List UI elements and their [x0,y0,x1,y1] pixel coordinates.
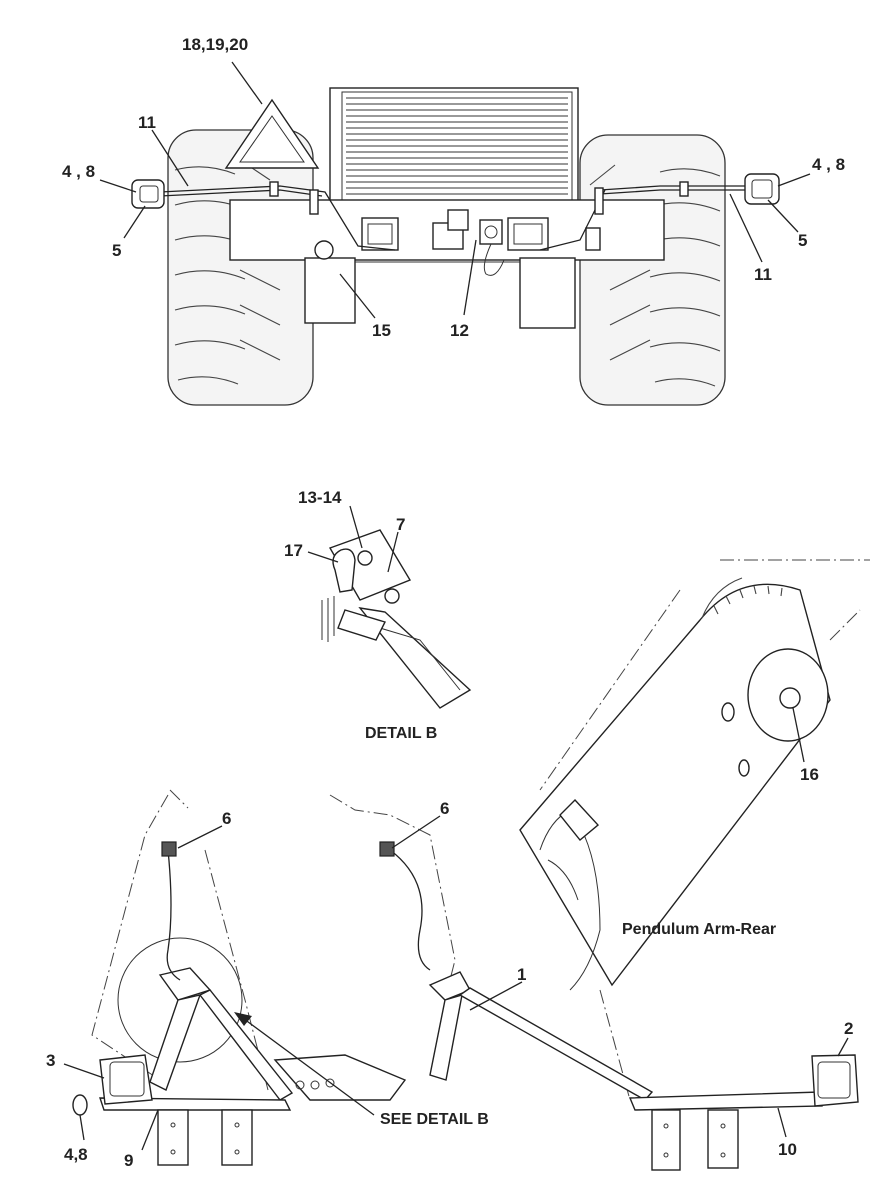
left-bracket-9 [99,967,294,1166]
reflector-right [585,227,601,251]
right-tire [579,134,726,406]
callout-11-right: 11 [754,265,772,284]
callout-5-left: 5 [112,241,121,260]
callout-4-8-left: 4 , 8 [62,162,95,181]
detail-b-drawing [321,529,472,709]
callout-4-8-right: 4 , 8 [812,155,845,174]
tractor-rear-view [131,87,780,406]
detail-b-leaders [307,505,399,573]
lamp-bracket-assembly [72,789,859,1171]
callout-7: 7 [396,515,405,534]
mounting-plate [273,1054,407,1101]
reflector-15-left [314,240,334,260]
pendulum-arm-rear [519,559,870,991]
rear-work-lights [361,217,549,251]
callout-16: 16 [800,765,819,784]
callout-5-right: 5 [798,231,807,250]
see-detail-b-caption: SEE DETAIL B [380,1111,489,1128]
smv-sign [224,98,320,169]
pendulum-arm-caption: Pendulum Arm-Rear [622,921,776,938]
top-leader-lines [99,61,811,319]
callout-10: 10 [778,1140,797,1159]
bottom-leader-lines [63,815,849,1151]
callout-6-right: 6 [440,799,449,818]
callout-13-14: 13-14 [298,488,342,507]
detail-b-circle [117,937,243,1063]
lens-4-8 [72,1094,88,1116]
wiring-harness [161,841,431,981]
callout-11-left: 11 [138,113,156,132]
callout-12: 12 [450,321,469,340]
callout-18-19-20: 18,19,20 [182,35,248,54]
callout-15: 15 [372,321,391,340]
callout-1: 1 [517,965,526,984]
right-bracket-10 [428,971,823,1171]
rear-grille-housing [329,87,579,214]
lamp-left-4-8 [131,179,165,209]
callout-3: 3 [46,1051,55,1070]
see-detail-arrow [239,1015,375,1116]
callout-17: 17 [284,541,303,560]
light-bar-11 [159,181,750,251]
leader-16 [792,707,805,763]
trailer-socket-12 [432,209,505,276]
callout-9: 9 [124,1151,133,1170]
arrow-head [234,1012,252,1026]
callout-2: 2 [844,1019,853,1038]
lamp-2 [811,1054,859,1107]
callout-4-8-bottom: 4,8 [64,1145,88,1164]
detail-b-caption: DETAIL B [365,725,437,742]
lamp-3 [99,1054,153,1105]
left-tire [167,129,314,406]
lamp-right-4-8 [744,173,780,205]
callout-6-left: 6 [222,809,231,828]
